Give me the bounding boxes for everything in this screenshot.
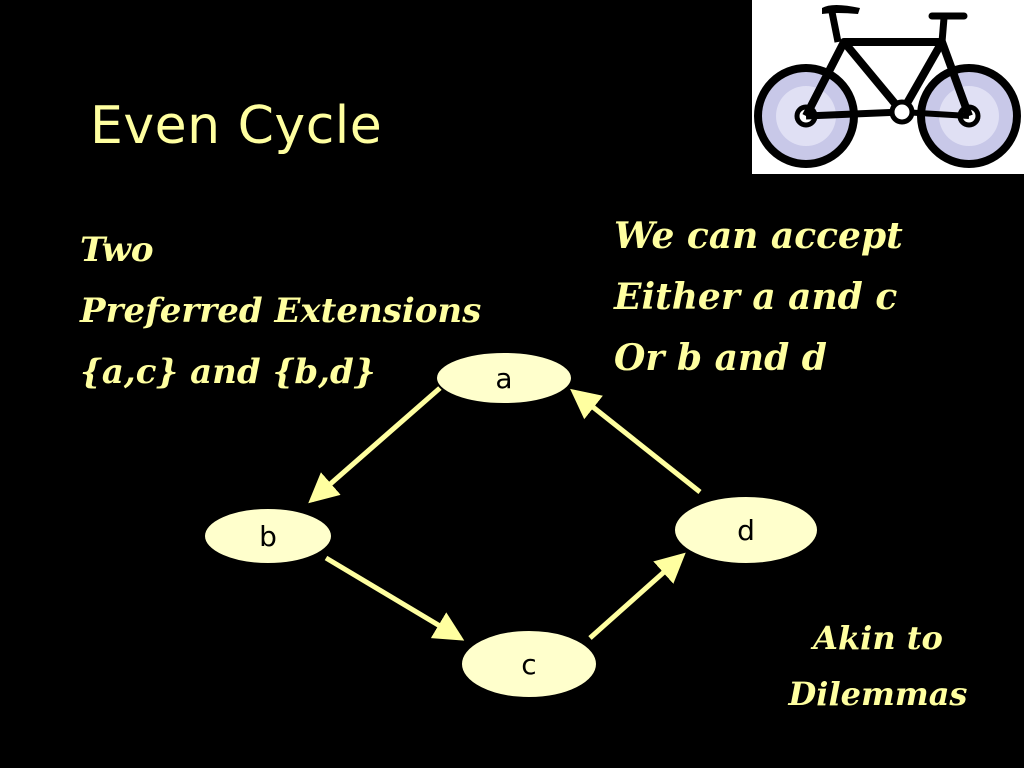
node-c-label: c — [521, 648, 536, 681]
node-b: b — [203, 507, 333, 565]
slide-title: Even Cycle — [90, 96, 383, 156]
acceptance-text: We can accept Either a and c Or b and d — [614, 206, 903, 389]
text-line: We can accept — [614, 215, 903, 257]
text-line: Preferred Extensions — [80, 291, 482, 331]
preferred-extensions-text: Two Preferred Extensions {a,c} and {b,d} — [80, 220, 481, 403]
text-line: {a,c} and {b,d} — [80, 352, 376, 392]
text-line: Or b and d — [614, 337, 827, 379]
edge-c-to-d — [588, 552, 686, 640]
bicycle-drawing — [754, 5, 1021, 168]
bicycle-icon — [752, 0, 1024, 174]
edge-d-to-a — [570, 388, 702, 494]
dilemmas-text: Akin to Dilemmas — [772, 610, 984, 722]
node-c: c — [460, 629, 598, 699]
text-line: Akin to — [813, 619, 943, 657]
node-a: a — [435, 351, 573, 405]
node-d: d — [673, 495, 819, 565]
node-d-label: d — [737, 514, 755, 547]
node-a-label: a — [495, 362, 512, 395]
edge-a-to-b — [308, 386, 442, 504]
text-line: Dilemmas — [788, 675, 968, 713]
text-line: Two — [80, 230, 154, 270]
node-b-label: b — [259, 520, 277, 553]
edge-b-to-c — [324, 555, 465, 641]
text-line: Either a and c — [614, 276, 898, 318]
